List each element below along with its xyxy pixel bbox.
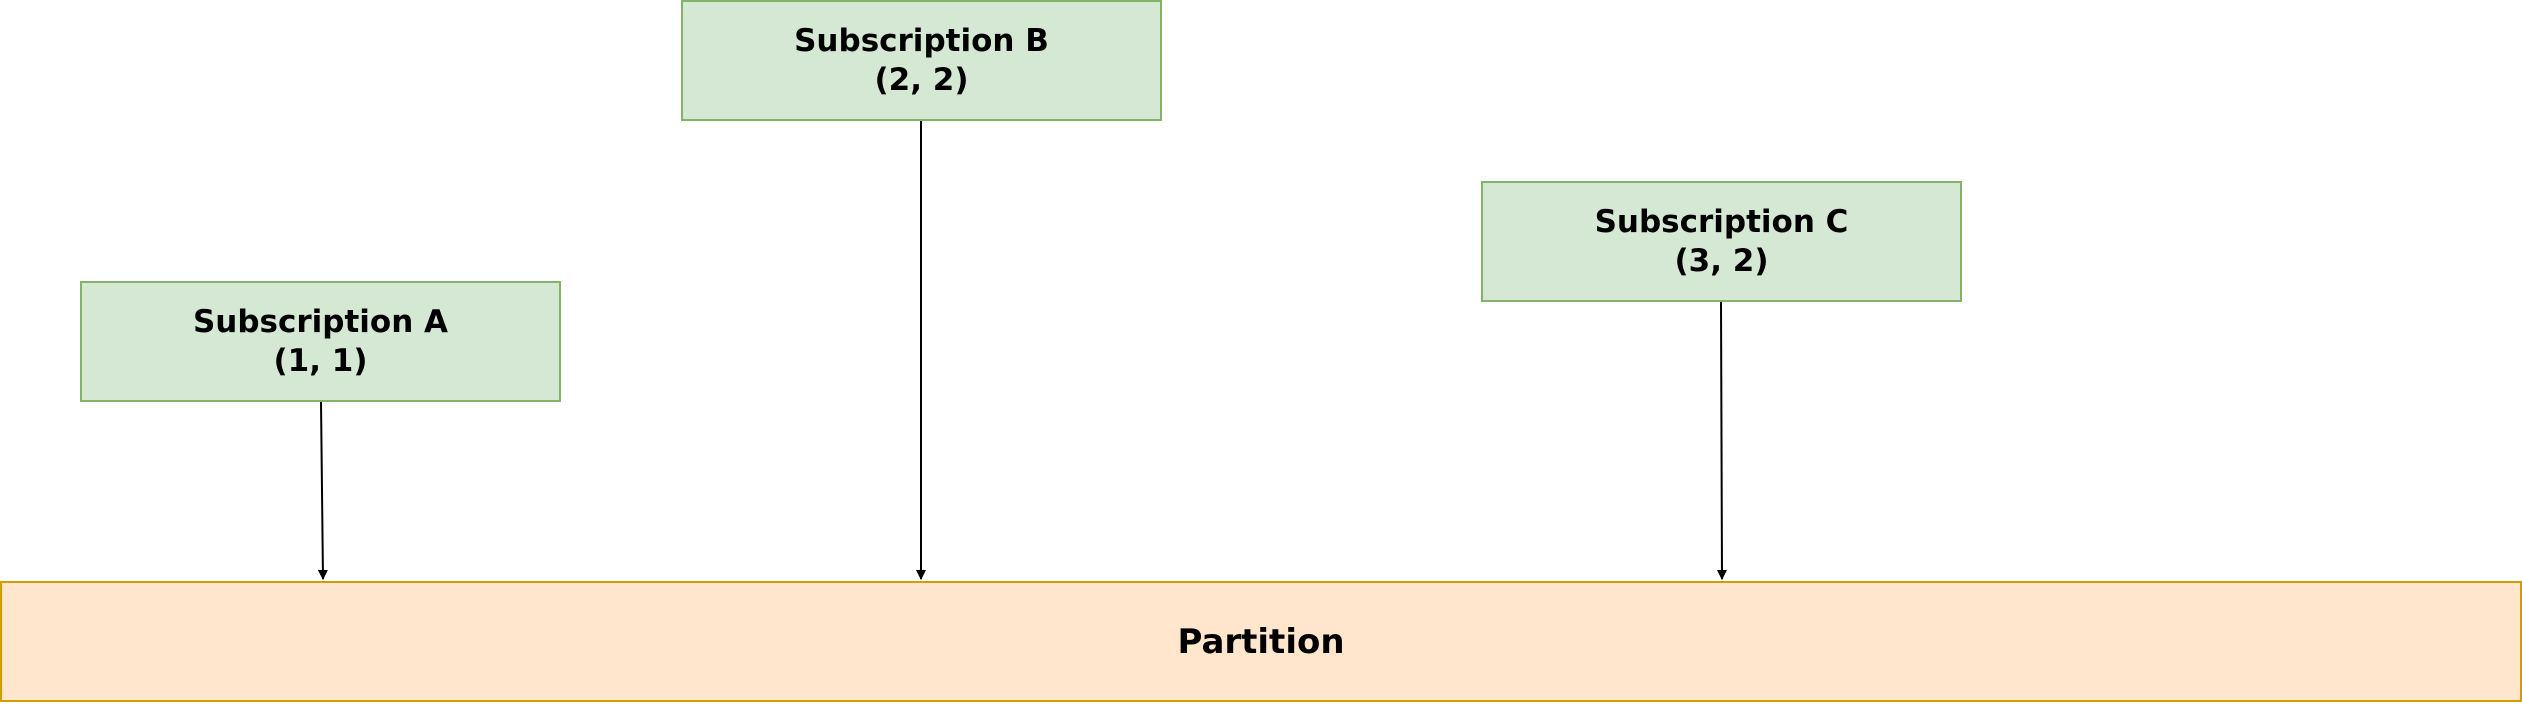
subscription-b-coords: (2, 2) xyxy=(874,61,969,98)
subscription-a-name: Subscription A xyxy=(192,303,449,340)
subscription-b-name: Subscription B xyxy=(794,22,1049,59)
subscription-c-name: Subscription C xyxy=(1594,203,1849,240)
subscription-c-node[interactable]: Subscription C (3, 2) xyxy=(1481,181,1962,302)
subscription-a-node[interactable]: Subscription A (1, 1) xyxy=(80,281,561,402)
partition-node[interactable]: Partition xyxy=(0,581,2522,702)
subscription-b-node[interactable]: Subscription B (2, 2) xyxy=(681,0,1162,121)
partition-label: Partition xyxy=(1177,621,1345,662)
subscription-c-coords: (3, 2) xyxy=(1674,242,1769,279)
arrow-subscription-c-to-partition xyxy=(1716,301,1727,580)
subscription-a-coords: (1, 1) xyxy=(273,342,368,379)
arrow-subscription-a-to-partition xyxy=(317,401,328,580)
